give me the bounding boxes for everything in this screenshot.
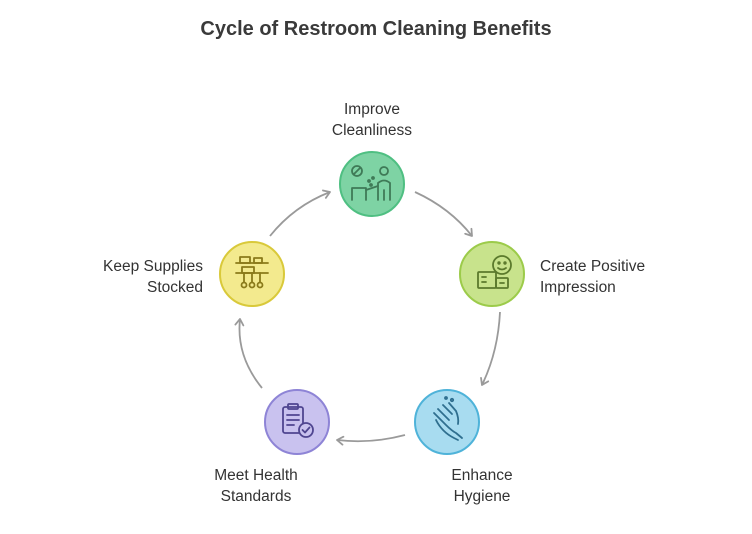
node-circle — [459, 241, 525, 307]
washing-hands-icon — [433, 396, 463, 441]
node-circle — [264, 389, 330, 455]
node-meet-health-standards — [264, 389, 330, 455]
arrow-cleanliness-to-impression — [414, 191, 473, 237]
arrow-standards-to-supplies — [234, 318, 263, 389]
cleaning-person-icon — [351, 165, 391, 201]
label-create-positive-impression: Create Positive Impression — [540, 258, 646, 296]
supply-shelf-icon — [235, 256, 269, 289]
node-improve-cleanliness — [339, 151, 405, 217]
node-circle — [414, 389, 480, 455]
label-improve-cleanliness: Improve Cleanliness — [331, 101, 413, 139]
node-keep-supplies-stocked — [219, 241, 285, 307]
node-enhance-hygiene — [414, 389, 480, 455]
arrow-hygiene-to-standards — [336, 434, 406, 446]
checklist-clipboard-icon — [282, 403, 314, 438]
label-keep-supplies-stocked: Keep Supplies Stocked — [103, 258, 203, 296]
label-meet-health-standards: Meet Health Standards — [214, 467, 298, 505]
arrow-supplies-to-cleanliness — [269, 189, 331, 237]
smiling-receptionist-icon — [477, 255, 512, 289]
node-create-positive-impression — [459, 241, 525, 307]
label-enhance-hygiene: Enhance Hygiene — [451, 467, 513, 505]
diagram-title: Cycle of Restroom Cleaning Benefits — [200, 18, 552, 40]
arrow-impression-to-hygiene — [480, 311, 501, 386]
